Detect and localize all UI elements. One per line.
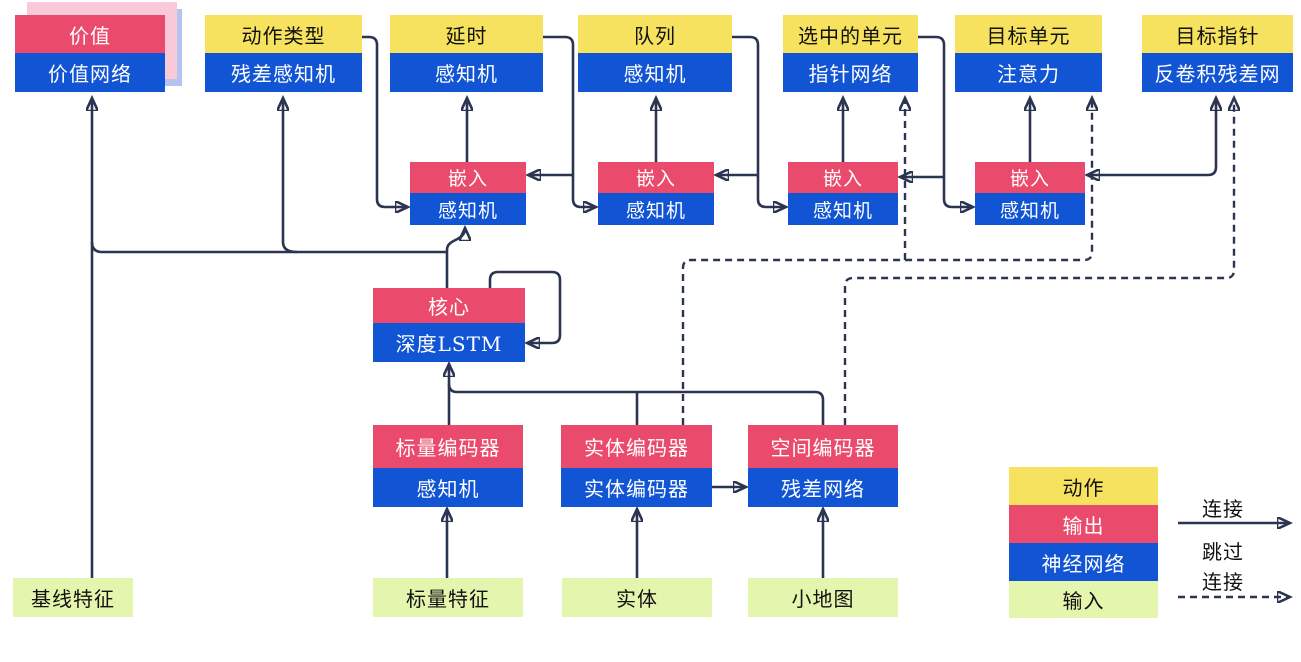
node-target-point-header: 目标指针 bbox=[1142, 15, 1293, 53]
node-scalar-features: 标量特征 bbox=[373, 578, 523, 617]
legend-skip-label-line2: 连接 bbox=[1202, 570, 1244, 594]
node-core-body: 深度LSTM bbox=[373, 323, 525, 362]
node-value-header: 价值 bbox=[15, 15, 165, 53]
node-spatial-encoder-header: 空间编码器 bbox=[748, 425, 898, 468]
node-selected-units: 选中的单元 指针网络 bbox=[783, 15, 918, 92]
node-delay-header: 延时 bbox=[390, 15, 543, 53]
node-embedding-4-body: 感知机 bbox=[975, 193, 1085, 225]
node-value-body: 价值网络 bbox=[15, 53, 165, 92]
node-minimap: 小地图 bbox=[748, 578, 898, 617]
node-baseline-features: 基线特征 bbox=[13, 578, 133, 617]
node-embedding-2: 嵌入 感知机 bbox=[598, 162, 714, 225]
node-scalar-encoder-body: 感知机 bbox=[373, 468, 523, 507]
node-target-point: 目标指针 反卷积残差网 bbox=[1142, 15, 1293, 92]
legend: 动作 输出 神经网络 输入 bbox=[1009, 467, 1158, 618]
node-target-unit-body: 注意力 bbox=[955, 53, 1102, 92]
legend-neural-network: 神经网络 bbox=[1009, 543, 1158, 581]
node-delay: 延时 感知机 bbox=[390, 15, 543, 92]
legend-action: 动作 bbox=[1009, 467, 1158, 505]
node-target-point-body: 反卷积残差网 bbox=[1142, 53, 1293, 92]
node-action-type-body: 残差感知机 bbox=[205, 53, 362, 92]
skip-entityencoder-to-attention bbox=[681, 98, 1092, 425]
node-embedding-3-header: 嵌入 bbox=[788, 162, 898, 193]
node-entity-encoder-header: 实体编码器 bbox=[561, 425, 712, 468]
edge-actiontype-to-embedding1 bbox=[362, 35, 408, 207]
legend-output: 输出 bbox=[1009, 505, 1158, 543]
legend-connection-label: 连接 bbox=[1202, 497, 1244, 521]
node-embedding-1-header: 嵌入 bbox=[410, 162, 526, 193]
legend-input: 输入 bbox=[1009, 581, 1158, 618]
node-spatial-encoder-body: 残差网络 bbox=[748, 468, 898, 507]
node-scalar-encoder: 标量编码器 感知机 bbox=[373, 425, 523, 507]
node-queue: 队列 感知机 bbox=[578, 15, 732, 92]
node-entity-encoder: 实体编码器 实体编码器 bbox=[561, 425, 712, 507]
edge-selectedunits-to-embedding4 bbox=[918, 35, 973, 207]
node-value: 价值 价值网络 bbox=[15, 15, 165, 92]
node-embedding-4: 嵌入 感知机 bbox=[975, 162, 1085, 225]
node-entities: 实体 bbox=[562, 578, 712, 617]
skip-spatialencoder-to-targetpoint bbox=[843, 98, 1234, 425]
node-embedding-3: 嵌入 感知机 bbox=[788, 162, 898, 225]
node-action-type-header: 动作类型 bbox=[205, 15, 362, 53]
node-core-header: 核心 bbox=[373, 288, 525, 323]
node-embedding-1: 嵌入 感知机 bbox=[410, 162, 526, 225]
edge-core-horizontal bbox=[90, 241, 447, 254]
node-target-unit-header: 目标单元 bbox=[955, 15, 1102, 53]
node-target-unit: 目标单元 注意力 bbox=[955, 15, 1102, 92]
node-entity-encoder-body: 实体编码器 bbox=[561, 468, 712, 507]
edge-delay-to-embedding2 bbox=[543, 35, 596, 207]
node-core: 核心 深度LSTM bbox=[373, 288, 525, 362]
node-embedding-4-header: 嵌入 bbox=[975, 162, 1085, 193]
edge-spatialencoder-horizontal bbox=[447, 383, 825, 425]
node-embedding-1-body: 感知机 bbox=[410, 193, 526, 225]
edge-core-to-embedding1 bbox=[445, 228, 465, 288]
edge-embedding4-to-targetpoint bbox=[1087, 98, 1216, 175]
node-scalar-encoder-header: 标量编码器 bbox=[373, 425, 523, 468]
node-selected-units-header: 选中的单元 bbox=[783, 15, 918, 53]
node-embedding-2-body: 感知机 bbox=[598, 193, 714, 225]
edge-core-self-loop bbox=[488, 270, 562, 343]
edge-core-to-actiontype bbox=[283, 98, 298, 254]
node-queue-header: 队列 bbox=[578, 15, 732, 53]
node-spatial-encoder: 空间编码器 残差网络 bbox=[748, 425, 898, 507]
node-queue-body: 感知机 bbox=[578, 53, 732, 92]
node-selected-units-body: 指针网络 bbox=[783, 53, 918, 92]
edge-queue-to-embedding3 bbox=[732, 35, 786, 207]
node-embedding-3-body: 感知机 bbox=[788, 193, 898, 225]
node-action-type: 动作类型 残差感知机 bbox=[205, 15, 362, 92]
node-delay-body: 感知机 bbox=[390, 53, 543, 92]
legend-skip-label-line1: 跳过 bbox=[1202, 540, 1244, 564]
node-embedding-2-header: 嵌入 bbox=[598, 162, 714, 193]
